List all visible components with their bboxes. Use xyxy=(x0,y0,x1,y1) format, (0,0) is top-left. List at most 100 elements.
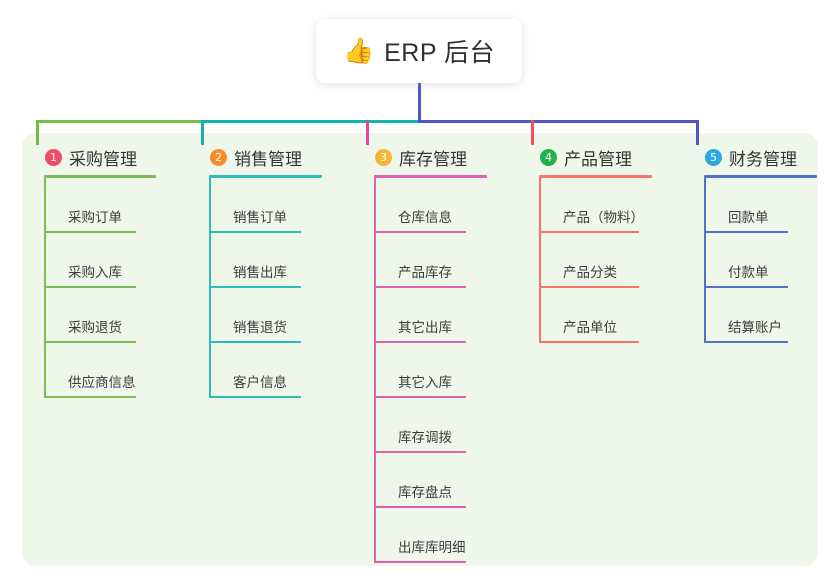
leaf-rule xyxy=(209,396,301,398)
leaf-label: 回款单 xyxy=(728,210,769,225)
leaf-item[interactable]: 客户信息 xyxy=(209,343,311,398)
leaf-label: 库存调拨 xyxy=(398,430,452,445)
connector-bar-teal xyxy=(201,120,418,123)
leaf-item[interactable]: 采购退货 xyxy=(44,288,145,343)
leaf-label: 销售退货 xyxy=(233,320,287,335)
leaf-label: 产品库存 xyxy=(398,265,452,280)
leaf-label: 采购退货 xyxy=(68,320,122,335)
leaf-rule xyxy=(44,341,136,343)
column-rule-3 xyxy=(374,175,487,178)
leaf-item[interactable]: 采购订单 xyxy=(44,178,145,233)
column-1: 1 采购管理采购订单采购入库采购退货供应商信息 xyxy=(33,145,156,398)
leaf-item[interactable]: 其它出库 xyxy=(374,288,476,343)
column-spine-3 xyxy=(374,178,376,563)
column-title-1: 采购管理 xyxy=(69,149,137,169)
leaf-item[interactable]: 库存调拨 xyxy=(374,398,476,453)
leaf-item[interactable]: 结算账户 xyxy=(704,288,806,343)
leaf-label: 产品（物料） xyxy=(563,210,644,225)
leaf-rule xyxy=(539,341,639,343)
root-node[interactable]: 👍 ERP 后台 xyxy=(316,19,522,83)
leaf-item[interactable]: 销售订单 xyxy=(209,178,311,233)
column-badge-2: 2 xyxy=(210,148,227,166)
leaf-rule xyxy=(209,341,301,343)
leaf-list-5: 回款单付款单结算账户 xyxy=(704,178,806,343)
leaf-item[interactable]: 产品库存 xyxy=(374,233,476,288)
leaf-item[interactable]: 仓库信息 xyxy=(374,178,476,233)
column-5: 5 财务管理回款单付款单结算账户 xyxy=(693,145,817,343)
leaf-item[interactable]: 销售退货 xyxy=(209,288,311,343)
leaf-item[interactable]: 其它入库 xyxy=(374,343,476,398)
leaf-label: 仓库信息 xyxy=(398,210,452,225)
leaf-rule xyxy=(539,286,639,288)
diagram-panel xyxy=(22,133,818,566)
leaf-list-1: 采购订单采购入库采购退货供应商信息 xyxy=(44,178,145,398)
column-header-1[interactable]: 1 采购管理 xyxy=(33,145,145,169)
thumbs-up-icon: 👍 xyxy=(342,36,375,65)
column-title-5: 财务管理 xyxy=(729,149,797,169)
leaf-rule xyxy=(44,286,136,288)
column-spine-1 xyxy=(44,178,46,398)
leaf-item[interactable]: 产品分类 xyxy=(539,233,641,288)
connector-drop-5 xyxy=(696,120,699,145)
leaf-item[interactable]: 回款单 xyxy=(704,178,806,233)
leaf-rule xyxy=(209,231,301,233)
leaf-label: 客户信息 xyxy=(233,375,287,390)
leaf-label: 采购入库 xyxy=(68,265,122,280)
leaf-item[interactable]: 销售出库 xyxy=(209,233,311,288)
column-spine-5 xyxy=(704,178,706,343)
leaf-rule xyxy=(374,341,466,343)
leaf-rule xyxy=(539,231,639,233)
leaf-label: 其它入库 xyxy=(398,375,452,390)
column-title-4: 产品管理 xyxy=(564,149,632,169)
leaf-list-2: 销售订单销售出库销售退货客户信息 xyxy=(209,178,311,398)
column-spine-4 xyxy=(539,178,541,343)
column-badge-3: 3 xyxy=(375,148,392,166)
column-rule-4 xyxy=(539,175,652,178)
leaf-item[interactable]: 采购入库 xyxy=(44,233,145,288)
leaf-rule xyxy=(374,506,466,508)
connector-drop-1 xyxy=(36,120,39,145)
leaf-rule xyxy=(44,231,136,233)
column-badge-1: 1 xyxy=(45,148,62,166)
leaf-label: 产品分类 xyxy=(563,265,617,280)
leaf-label: 付款单 xyxy=(728,265,769,280)
leaf-item[interactable]: 出库库明细 xyxy=(374,508,476,563)
column-badge-5: 5 xyxy=(705,148,722,166)
leaf-label: 出库库明细 xyxy=(398,540,466,555)
column-badge-4: 4 xyxy=(540,148,557,166)
leaf-label: 销售出库 xyxy=(233,265,287,280)
leaf-rule xyxy=(374,561,466,563)
leaf-item[interactable]: 供应商信息 xyxy=(44,343,145,398)
leaf-list-3: 仓库信息产品库存其它出库其它入库库存调拨库存盘点出库库明细 xyxy=(374,178,476,563)
column-header-4[interactable]: 4 产品管理 xyxy=(528,145,641,169)
leaf-item[interactable]: 产品单位 xyxy=(539,288,641,343)
connector-drop-3 xyxy=(366,120,369,145)
leaf-label: 采购订单 xyxy=(68,210,122,225)
root-stem xyxy=(418,83,421,123)
connector-drop-4 xyxy=(531,120,534,145)
leaf-label: 结算账户 xyxy=(728,320,782,335)
column-4: 4 产品管理产品（物料） 产品分类产品单位 xyxy=(528,145,652,343)
column-rule-5 xyxy=(704,175,817,178)
leaf-item[interactable]: 产品（物料） xyxy=(539,178,644,233)
leaf-rule xyxy=(704,341,788,343)
leaf-rule xyxy=(374,286,466,288)
leaf-item[interactable]: 库存盘点 xyxy=(374,453,476,508)
leaf-rule xyxy=(44,396,136,398)
connector-bar-green xyxy=(36,120,201,123)
leaf-list-4: 产品（物料） 产品分类产品单位 xyxy=(539,178,644,343)
column-header-5[interactable]: 5 财务管理 xyxy=(693,145,806,169)
column-spine-2 xyxy=(209,178,211,398)
column-rule-1 xyxy=(44,175,156,178)
leaf-item[interactable]: 付款单 xyxy=(704,233,806,288)
leaf-rule xyxy=(374,396,466,398)
leaf-rule xyxy=(704,231,788,233)
leaf-label: 销售订单 xyxy=(233,210,287,225)
leaf-rule xyxy=(374,231,466,233)
root-title: ERP 后台 xyxy=(384,39,496,67)
leaf-rule xyxy=(374,451,466,453)
